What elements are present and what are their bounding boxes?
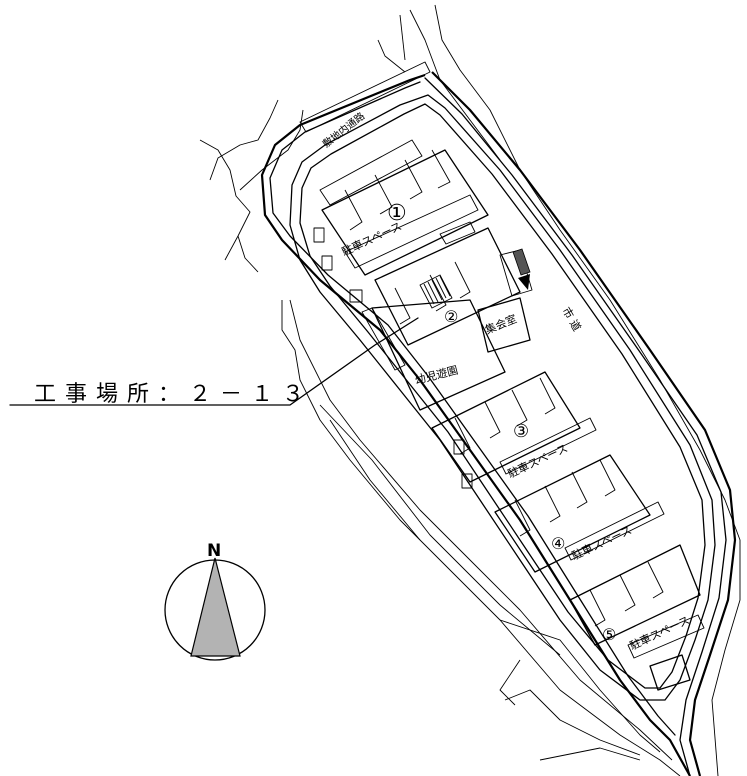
internal-road — [289, 94, 716, 701]
parking-label-3: 駐車スペース — [505, 441, 570, 481]
building-3-block — [431, 371, 597, 489]
site-callout: 工事場所：２－１３ — [9, 317, 419, 407]
building-4-block — [494, 454, 665, 573]
building-number-4: ④ — [551, 534, 565, 553]
city-road-label: 市 道 — [559, 305, 584, 334]
building-number-2: ② — [444, 307, 458, 326]
site-location-label: 工事場所：２－１３ — [34, 382, 313, 407]
site-boundary — [260, 71, 737, 776]
map-labels: 敷地内通路 市 道 集会室 幼児遊園 駐車スペース 駐車スペース 駐車スペース … — [320, 109, 692, 652]
building-number-3: ③ — [513, 421, 529, 442]
building-2-block — [349, 227, 533, 411]
entrance-arrow-icon — [512, 248, 531, 290]
hatched-area — [423, 275, 451, 305]
assembly-hall-label: 集会室 — [483, 311, 519, 336]
parking-label-4: 駐車スペース — [569, 523, 634, 563]
building-number-5: ⑤ — [602, 625, 616, 644]
building-5-block — [569, 544, 705, 691]
north-arrow-icon: N — [164, 541, 266, 661]
building-1-block — [299, 61, 489, 276]
north-label: N — [207, 541, 221, 561]
building-number-1: ① — [387, 201, 407, 226]
